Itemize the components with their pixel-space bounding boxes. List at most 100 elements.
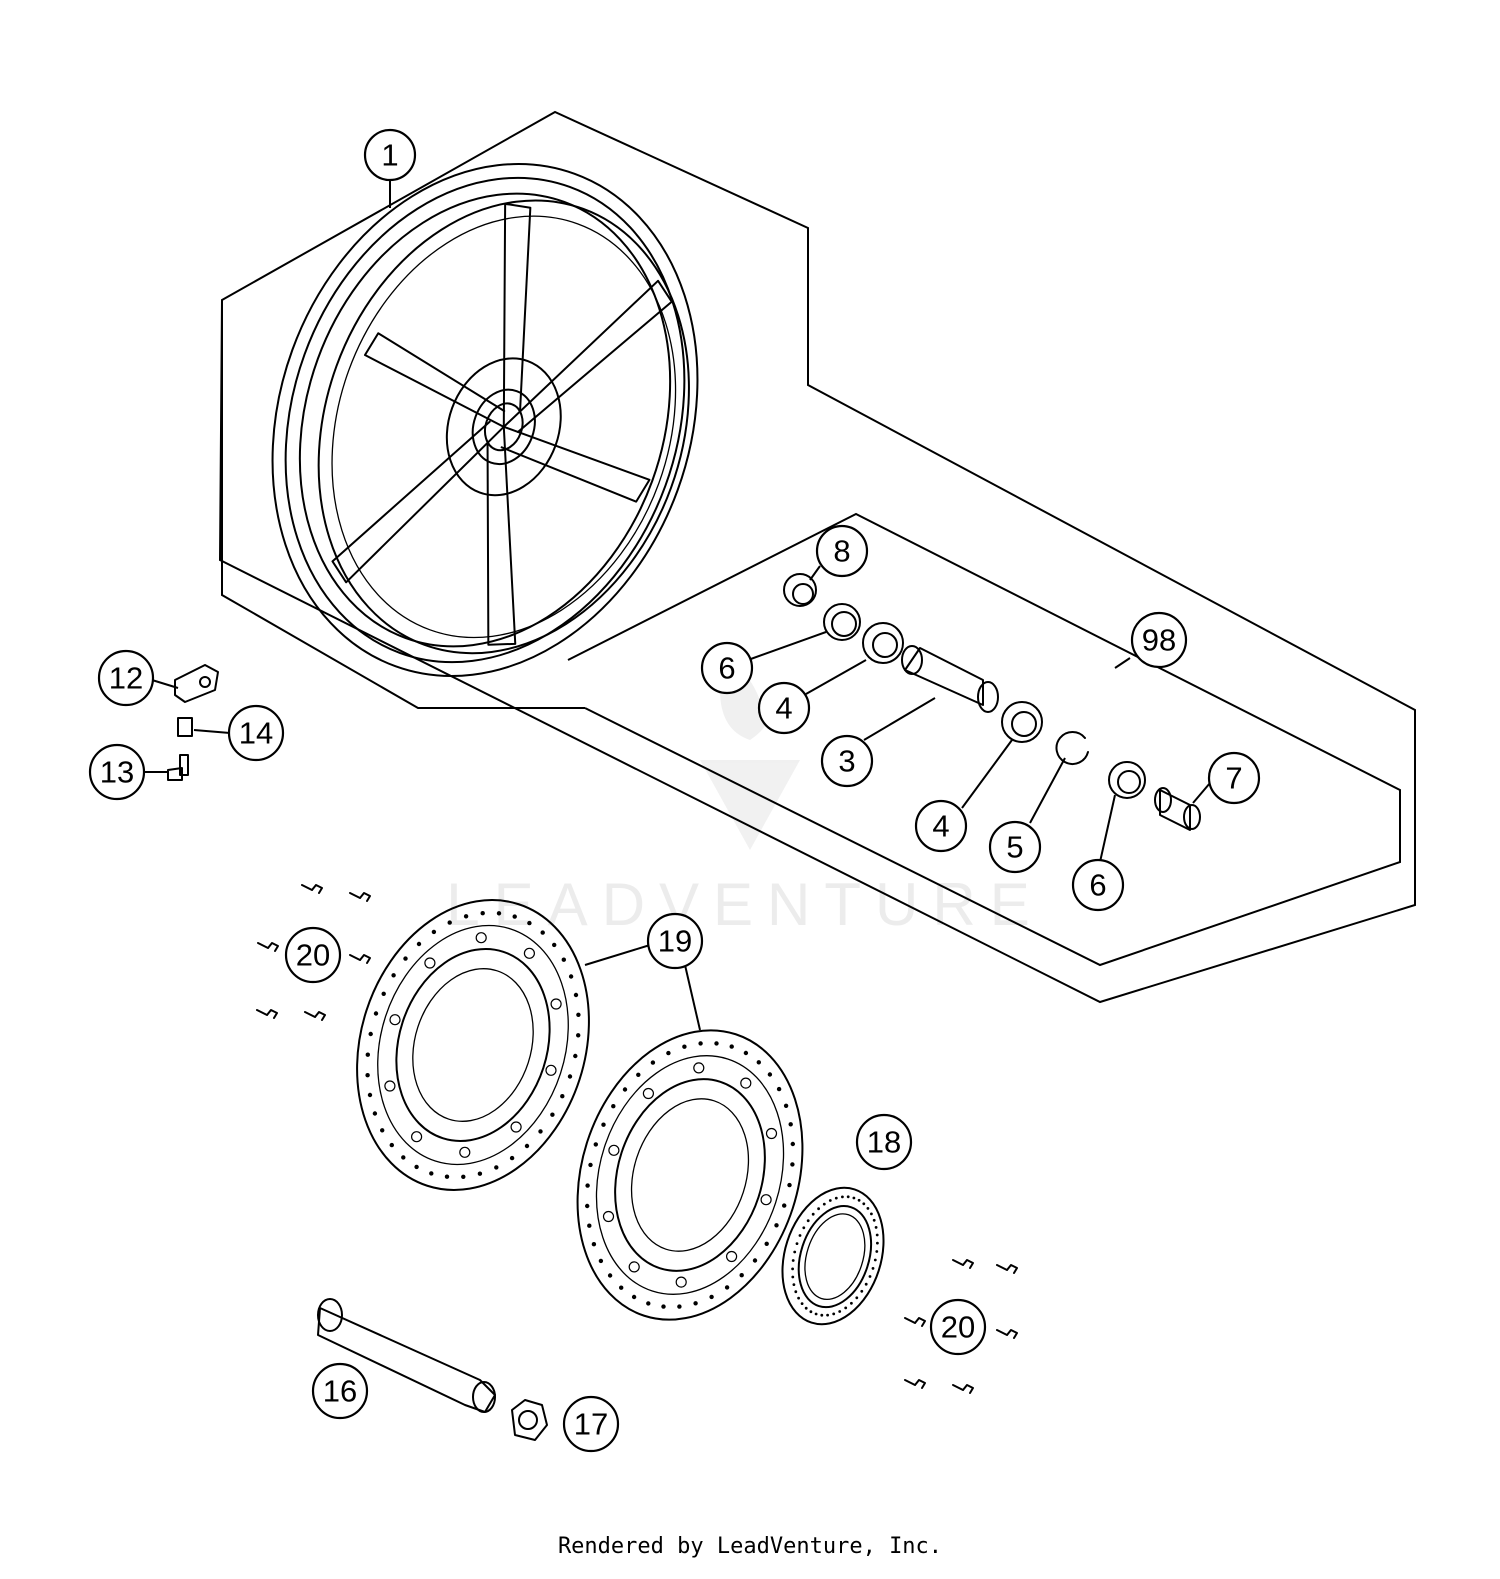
disc-drill-hole — [560, 1094, 565, 1099]
abs-ring-tooth — [875, 1250, 879, 1253]
abs-ring-tooth — [870, 1212, 873, 1216]
footer-credit: Rendered by LeadVenture, Inc. — [557, 1534, 943, 1559]
disc-drill-hole — [381, 991, 386, 996]
callout-20-left: 20 — [284, 926, 342, 984]
abs-ring-tooth — [814, 1312, 818, 1316]
abs-ring-tooth — [846, 1195, 850, 1199]
disc-drill-hole — [538, 1129, 543, 1134]
disc-drill-hole — [494, 1165, 499, 1170]
abs-ring-tooth — [864, 1282, 868, 1286]
disc-drill-hole — [391, 973, 396, 978]
disc-rivet — [602, 1210, 615, 1223]
abs-ring-tooth — [793, 1250, 797, 1254]
abs-ring-tooth — [791, 1275, 795, 1279]
abs-ring-tooth — [832, 1312, 836, 1316]
disc-drill-hole — [709, 1294, 714, 1300]
disc-drill-hole — [573, 992, 579, 998]
abs-ring-tooth — [822, 1202, 826, 1206]
callout-98: 98 — [1130, 611, 1188, 669]
disc-drill-hole — [461, 1174, 466, 1180]
disc-drill-hole — [587, 1223, 592, 1228]
disc-drill-hole — [576, 1033, 581, 1038]
bearing-kit-frame — [567, 512, 1401, 967]
abs-ring-tooth — [797, 1296, 800, 1300]
callout-5: 5 — [988, 820, 1042, 874]
disc-drill-hole — [611, 1104, 616, 1109]
valve-cap-12 — [174, 664, 219, 703]
callout-17: 17 — [562, 1395, 620, 1453]
abs-ring-tooth — [862, 1202, 866, 1206]
axle-16 — [317, 1298, 496, 1413]
disc-rivet — [628, 1261, 640, 1273]
disc-rivet — [740, 1077, 752, 1089]
disc-drill-hole — [631, 1294, 637, 1300]
disc-drill-hole — [550, 1112, 555, 1117]
disc-drill-hole — [367, 1092, 373, 1098]
disc-drill-hole — [447, 920, 452, 925]
abs-ring-tooth — [820, 1313, 824, 1317]
spacer-sleeve-3 — [901, 645, 999, 713]
disc-drill-hole — [782, 1203, 787, 1208]
disc-drill-hole — [552, 942, 557, 948]
disc-drill-hole — [372, 1111, 378, 1116]
abs-ring-tooth — [806, 1219, 810, 1223]
disc-drill-hole — [764, 1241, 769, 1247]
disc-drill-hole — [776, 1086, 782, 1092]
callout-16: 16 — [311, 1362, 369, 1420]
disc-drill-hole — [752, 1258, 758, 1263]
disc-drill-hole — [463, 914, 469, 919]
valve-insert-14 — [177, 717, 193, 737]
disc-drill-hole — [682, 1044, 687, 1049]
svg-text:18: 18 — [867, 1125, 901, 1160]
disc-drill-hole — [601, 1122, 606, 1127]
disc-drill-hole — [496, 911, 502, 916]
disc-drill-hole — [512, 914, 517, 919]
disc-rivet — [765, 1127, 778, 1140]
abs-ring-tooth — [791, 1259, 795, 1262]
disc-drill-hole — [698, 1041, 703, 1046]
disc-drill-hole — [767, 1072, 773, 1077]
callout-6-bottom: 6 — [1071, 858, 1125, 912]
disc-drill-hole — [787, 1182, 792, 1188]
disc-rivet — [424, 957, 436, 969]
callout-20-right: 20 — [929, 1298, 987, 1356]
valve-13 — [167, 754, 189, 781]
disc-rivet — [642, 1087, 655, 1100]
disc-drill-hole — [540, 930, 545, 935]
disc-drill-hole — [774, 1223, 779, 1228]
disc-drill-hole — [714, 1041, 719, 1046]
abs-ring-tooth — [868, 1275, 872, 1278]
disc-drill-hole — [414, 1164, 419, 1170]
disc-drill-hole — [368, 1031, 373, 1037]
disc-drill-hole — [650, 1060, 656, 1065]
abs-ring-tooth — [828, 1199, 832, 1202]
svg-text:16: 16 — [323, 1374, 357, 1409]
abs-ring-tooth — [838, 1310, 842, 1313]
svg-text:8: 8 — [833, 534, 850, 569]
disc-drill-hole — [598, 1258, 604, 1264]
callout-19: 19 — [646, 912, 704, 970]
disc-drill-hole — [636, 1072, 641, 1078]
abs-ring-18 — [781, 1186, 885, 1326]
abs-ring-tooth — [795, 1242, 799, 1245]
seal-6-bottom — [1108, 761, 1146, 799]
disc-drill-hole — [573, 1053, 578, 1059]
disc-drill-hole — [788, 1122, 793, 1127]
disc-rivet — [475, 932, 487, 944]
disc-drill-hole — [591, 1242, 597, 1247]
abs-ring-tooth — [850, 1301, 853, 1305]
abs-ring-tooth — [834, 1196, 838, 1200]
bolts-20-left — [256, 884, 371, 1021]
callout-18: 18 — [855, 1113, 913, 1171]
disc-drill-hole — [567, 1074, 573, 1079]
abs-ring-tooth — [871, 1267, 875, 1270]
brake-disc-holes — [365, 911, 879, 1317]
disc-drill-hole — [729, 1044, 734, 1049]
abs-ring-tooth — [826, 1313, 829, 1317]
disc-drill-hole — [593, 1142, 598, 1147]
abs-ring-tooth — [794, 1290, 798, 1294]
callout-14: 14 — [227, 704, 285, 762]
circlip-5 — [1055, 731, 1089, 765]
disc-drill-hole — [365, 1052, 370, 1057]
abs-ring-tooth — [876, 1241, 879, 1245]
